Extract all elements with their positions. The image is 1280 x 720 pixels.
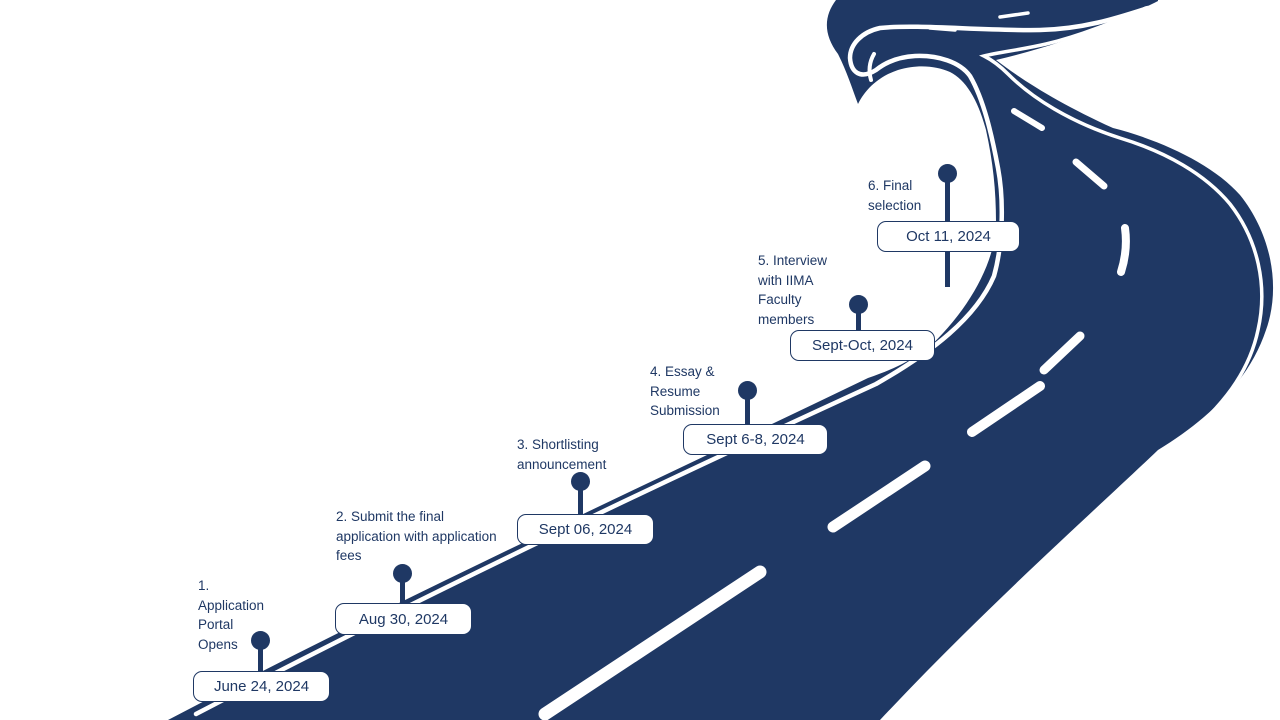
road-center-dashes <box>538 11 1130 720</box>
road-surface <box>168 0 1274 720</box>
road-right-edge-line <box>906 6 1264 710</box>
